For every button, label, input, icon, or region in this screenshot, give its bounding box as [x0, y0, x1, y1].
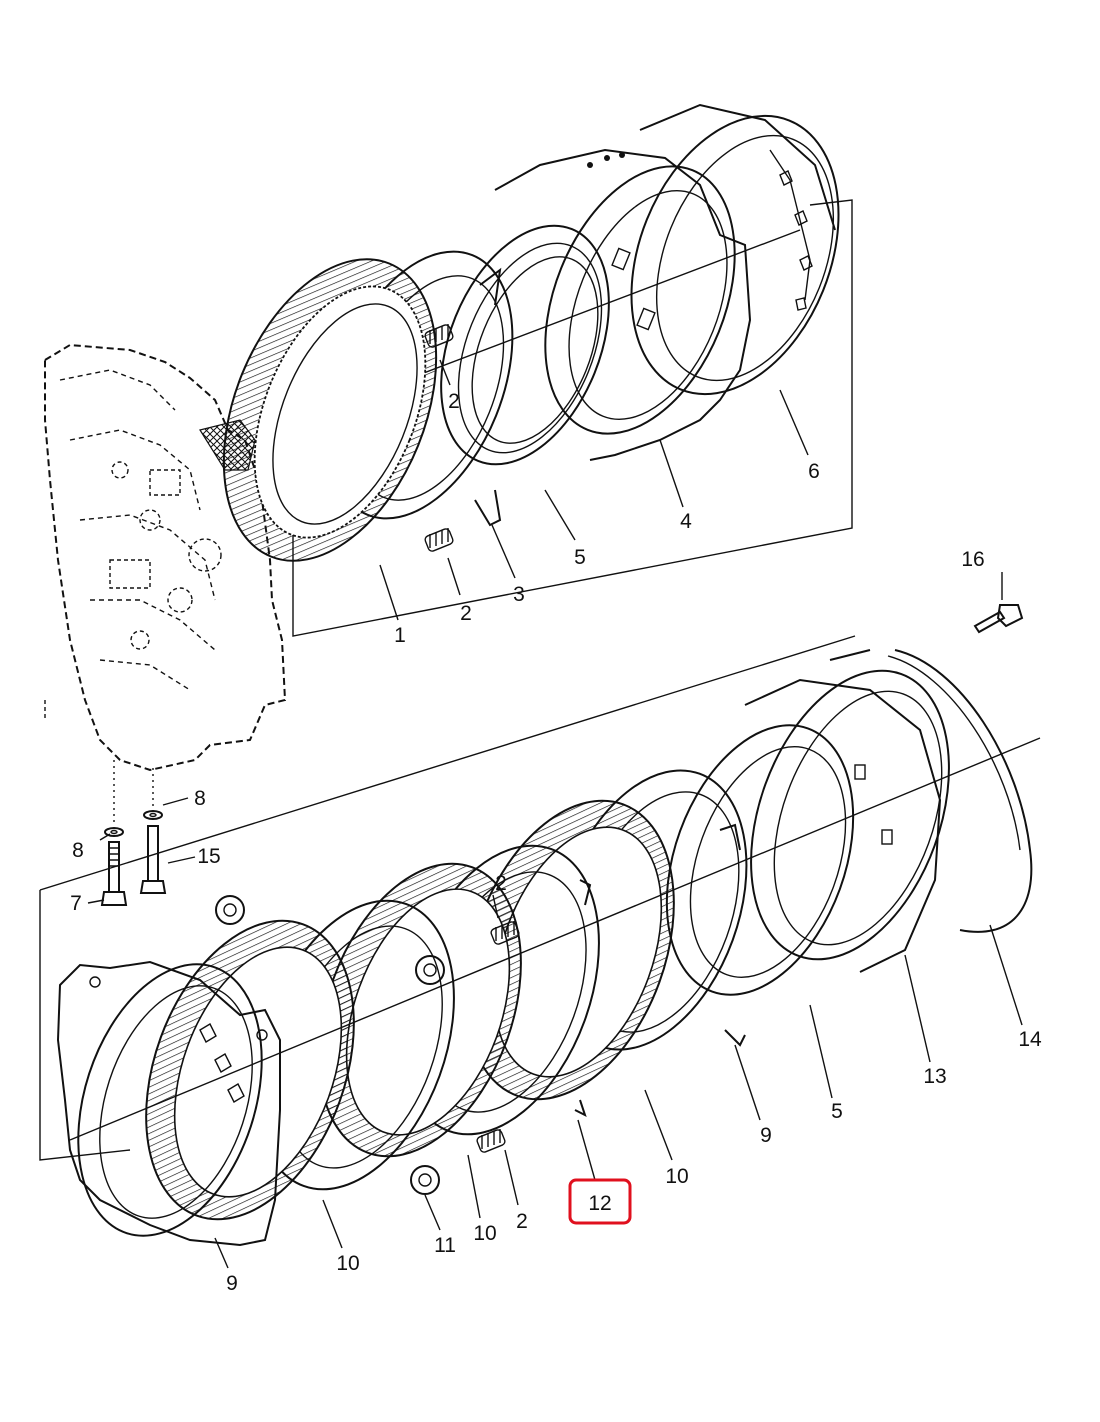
callout-10-c: 10 — [665, 1165, 688, 1188]
part-1-friction-disc — [222, 258, 438, 562]
spring-upper-a — [424, 324, 454, 348]
springs-2-upper — [424, 324, 454, 552]
callout-3: 3 — [513, 583, 525, 606]
part-14-snap-ring — [829, 649, 1033, 933]
callout-2-b: 2 — [460, 602, 472, 625]
callout-7: 7 — [70, 892, 82, 915]
spring-upper-b — [424, 528, 454, 552]
callout-5-a: 5 — [574, 546, 586, 569]
part-16-bolt — [973, 604, 1024, 634]
part-5-piston-upper — [440, 224, 610, 466]
callout-11: 11 — [434, 1234, 456, 1257]
callout-10-b: 10 — [473, 1222, 496, 1245]
callout-9-a: 9 — [226, 1272, 238, 1295]
part-10-friction-disc-c — [145, 919, 355, 1221]
part-13-drum — [744, 669, 950, 973]
callout-8-b: 8 — [72, 839, 84, 862]
callout-16: 16 — [961, 548, 984, 571]
leader-lines — [87, 359, 1023, 1269]
part-6-drum — [630, 103, 840, 396]
callout-5-b: 5 — [831, 1100, 843, 1123]
part-9-plate-front — [56, 960, 281, 1247]
callout-10-a: 10 — [336, 1252, 359, 1275]
callout-2-d: 2 — [516, 1210, 528, 1233]
callout-6: 6 — [808, 460, 820, 483]
callout-4: 4 — [680, 510, 692, 533]
callout-15: 15 — [197, 845, 220, 868]
springs-2-lower — [476, 921, 520, 1153]
callout-2-c: 2 — [495, 872, 507, 895]
part-15-bolt — [139, 810, 167, 894]
lower-axis-line — [69, 737, 1041, 1141]
callout-14: 14 — [1018, 1028, 1042, 1051]
part-7-bolt — [100, 827, 128, 906]
callout-12-highlight — [568, 1178, 632, 1225]
callout-2-a: 2 — [448, 390, 460, 413]
spring-lower-b — [476, 1129, 506, 1153]
callout-labels: 1 2 2 3 5 4 6 16 8 8 15 7 2 9 10 11 10 2… — [70, 390, 1042, 1295]
part-10-friction-disc-b — [318, 862, 522, 1158]
part-5-piston-lower — [665, 724, 855, 996]
part-4-cylinder — [494, 148, 752, 461]
spring-lower-a — [490, 921, 520, 945]
callout-1: 1 — [394, 624, 406, 647]
callout-9-b: 9 — [760, 1124, 772, 1147]
callout-13: 13 — [923, 1065, 946, 1088]
callout-8-a: 8 — [194, 787, 206, 810]
callout-12: 12 — [588, 1192, 611, 1215]
part-10-friction-disc-a — [465, 799, 675, 1101]
